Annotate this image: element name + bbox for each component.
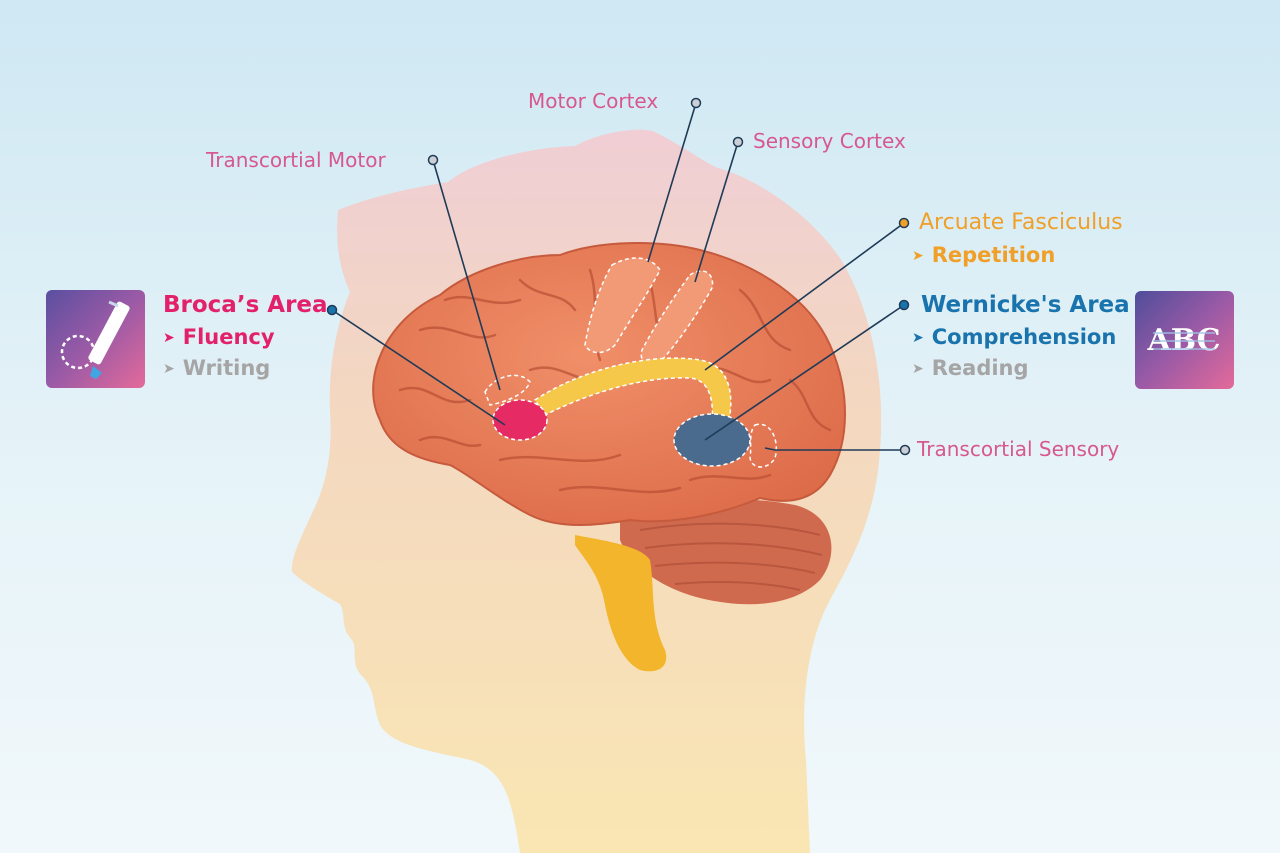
wernicke-area-secondary: Reading (931, 356, 1029, 380)
wernicke-area-primary: Comprehension (931, 325, 1117, 349)
motor-cortex-label: Motor Cortex (528, 89, 659, 113)
motor-cortex-dot (690, 97, 702, 109)
broca-area-secondary: Writing (182, 356, 271, 380)
broca-area-title: Broca’s Area (163, 292, 328, 318)
wernicke-area-secondary-function: ➤ Reading (912, 358, 1029, 379)
arrow-right-icon: ➤ (163, 330, 175, 346)
arrow-right-icon: ➤ (912, 248, 924, 264)
wernicke-area-region (673, 413, 751, 467)
transcortial-motor-leader (432, 159, 501, 391)
arcuate-fasciculus-primary: Repetition (931, 243, 1056, 267)
transcortial-sensory-region (749, 423, 777, 468)
wernicke-area-primary-function: ➤ Comprehension (912, 327, 1116, 348)
transcortial-sensory-leader (764, 447, 905, 451)
transcortial-motor-dot (427, 154, 439, 166)
brain-stem (575, 535, 667, 672)
wernicke-area-title: Wernicke's Area (921, 292, 1130, 318)
arcuate-fasciculus-function: ➤ Repetition (912, 245, 1055, 266)
wernicke-area-dot (898, 299, 910, 311)
transcortial-motor-region (484, 374, 531, 406)
arrow-right-icon: ➤ (163, 361, 175, 377)
sensory-cortex-label: Sensory Cortex (753, 129, 906, 153)
broca-area-primary: Fluency (182, 325, 275, 349)
transcortial-motor-label: Transcortial Motor (206, 148, 386, 172)
transcortial-sensory-label: Transcortial Sensory (917, 437, 1120, 461)
broca-area-dot (326, 304, 338, 316)
arrow-right-icon: ➤ (912, 361, 924, 377)
arcuate-fasciculus-leader (704, 222, 905, 371)
broca-area-primary-function: ➤ Fluency (163, 327, 275, 348)
sensory-cortex-leader (694, 141, 739, 283)
wernicke-area-leader (704, 304, 905, 441)
motor-cortex-leader (647, 102, 697, 263)
sensory-cortex-region (640, 270, 714, 366)
arcuate-fasciculus-title: Arcuate Fasciculus (919, 210, 1123, 235)
sensory-cortex-dot (732, 136, 744, 148)
abc-reading-icon: ABC (1135, 291, 1234, 389)
arcuate-fasciculus-dot (898, 217, 910, 229)
pencil-writing-icon (46, 290, 145, 388)
broca-area-secondary-function: ➤ Writing (163, 358, 270, 379)
broca-area-region (492, 399, 548, 441)
broca-area-leader (331, 309, 506, 426)
motor-cortex-region (584, 257, 661, 354)
arrow-right-icon: ➤ (912, 330, 924, 346)
transcortial-sensory-dot (899, 444, 911, 456)
